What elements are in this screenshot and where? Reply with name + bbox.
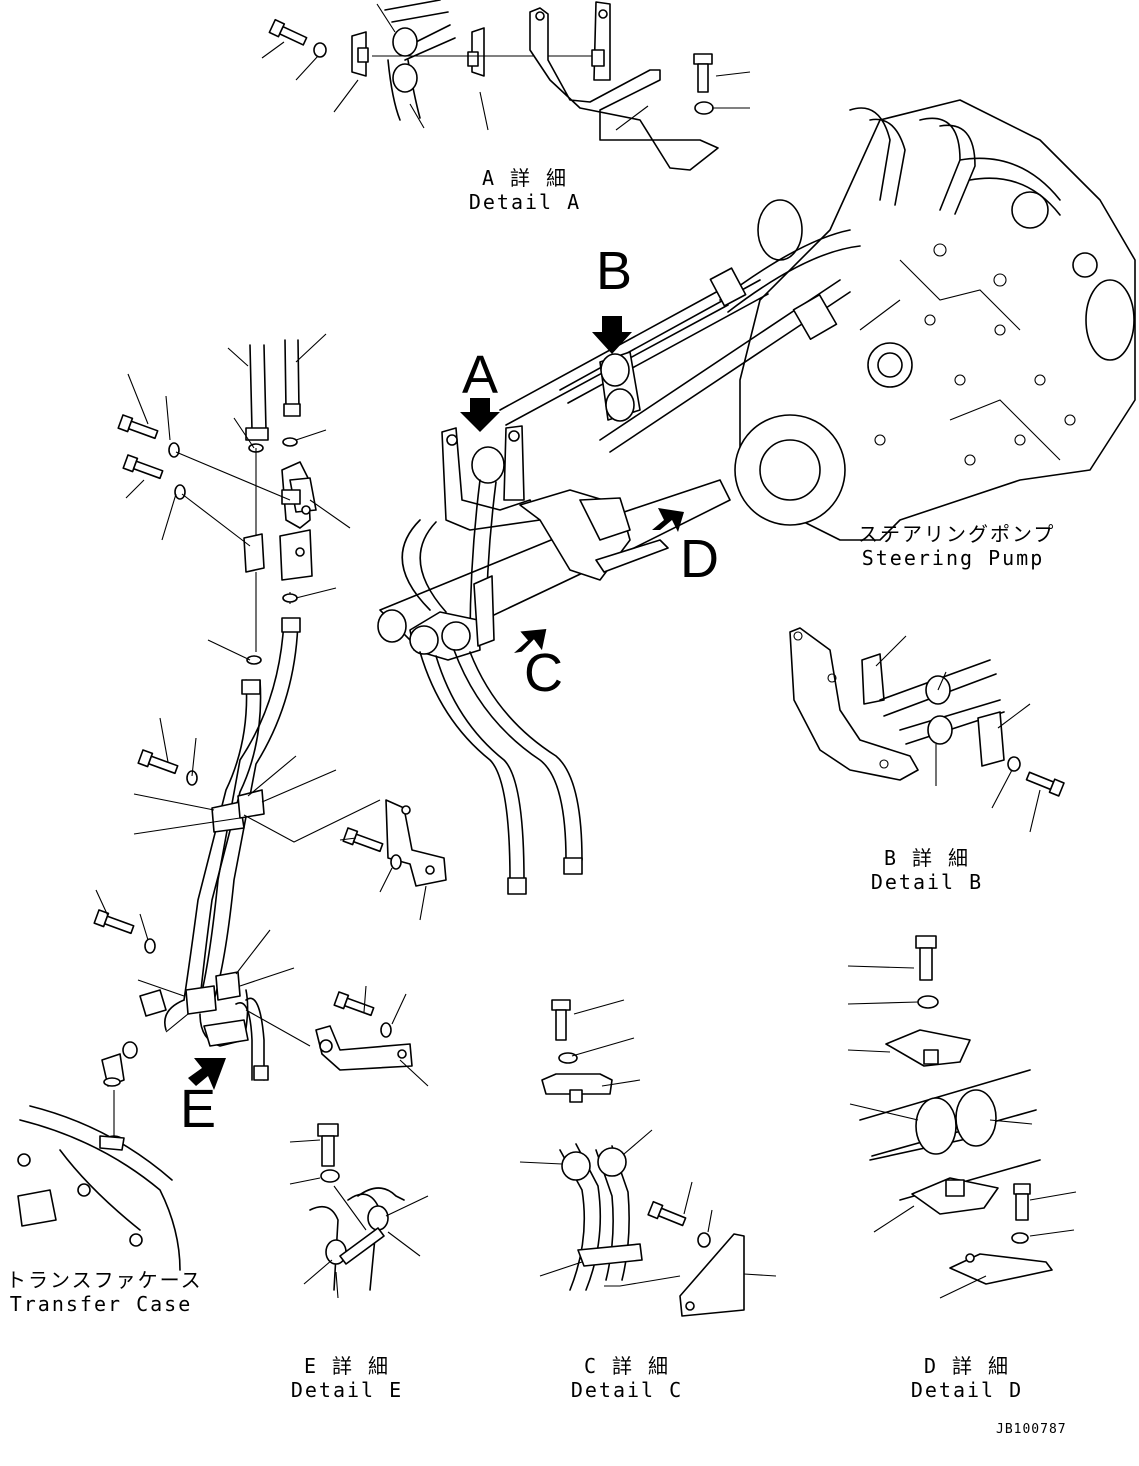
detail-b-drawing <box>789 627 1065 833</box>
detail-c-title-jp: C 詳 細 <box>583 1354 671 1378</box>
detail-c-drawing <box>519 999 777 1317</box>
view-marker-a: A <box>462 345 499 405</box>
view-marker-e: E <box>180 1079 217 1139</box>
detail-e-drawing <box>289 1123 429 1299</box>
steering-pump-label-jp: ステアリングポンプ <box>858 522 1056 546</box>
left-hose-assembly <box>17 333 447 1271</box>
center-hose-assembly <box>377 229 861 895</box>
detail-a-title-jp: A 詳 細 <box>481 166 569 190</box>
detail-d-drawing <box>847 935 1077 1299</box>
view-marker-b: B <box>596 241 633 301</box>
transfer-case-label-jp: トランスファケース <box>6 1268 203 1292</box>
steering-pump-label-en: Steering Pump <box>861 546 1045 570</box>
view-marker-d: D <box>680 529 719 589</box>
arrow-b-icon <box>592 316 632 354</box>
detail-b-title-jp: B 詳 細 <box>883 846 971 870</box>
drawing-number: JB100787 <box>996 1422 1067 1437</box>
view-arrows <box>188 316 684 1090</box>
arrow-a-icon <box>460 398 500 432</box>
arrow-e-icon <box>188 1058 226 1090</box>
detail-a-title-en: Detail A <box>468 190 582 214</box>
detail-e-title-en: Detail E <box>290 1378 404 1402</box>
arrow-d-icon <box>652 508 684 532</box>
detail-a-drawing <box>261 0 751 171</box>
view-marker-c: C <box>524 643 563 703</box>
detail-e-title-jp: E 詳 細 <box>303 1354 391 1378</box>
detail-d-title-en: Detail D <box>910 1378 1024 1402</box>
transfer-case-label-en: Transfer Case <box>9 1292 193 1316</box>
arrow-c-icon <box>514 628 547 653</box>
detail-c-title-en: Detail C <box>570 1378 684 1402</box>
detail-b-title-en: Detail B <box>870 870 984 894</box>
steering-pump-assembly <box>734 99 1136 541</box>
detail-d-title-jp: D 詳 細 <box>923 1354 1011 1378</box>
